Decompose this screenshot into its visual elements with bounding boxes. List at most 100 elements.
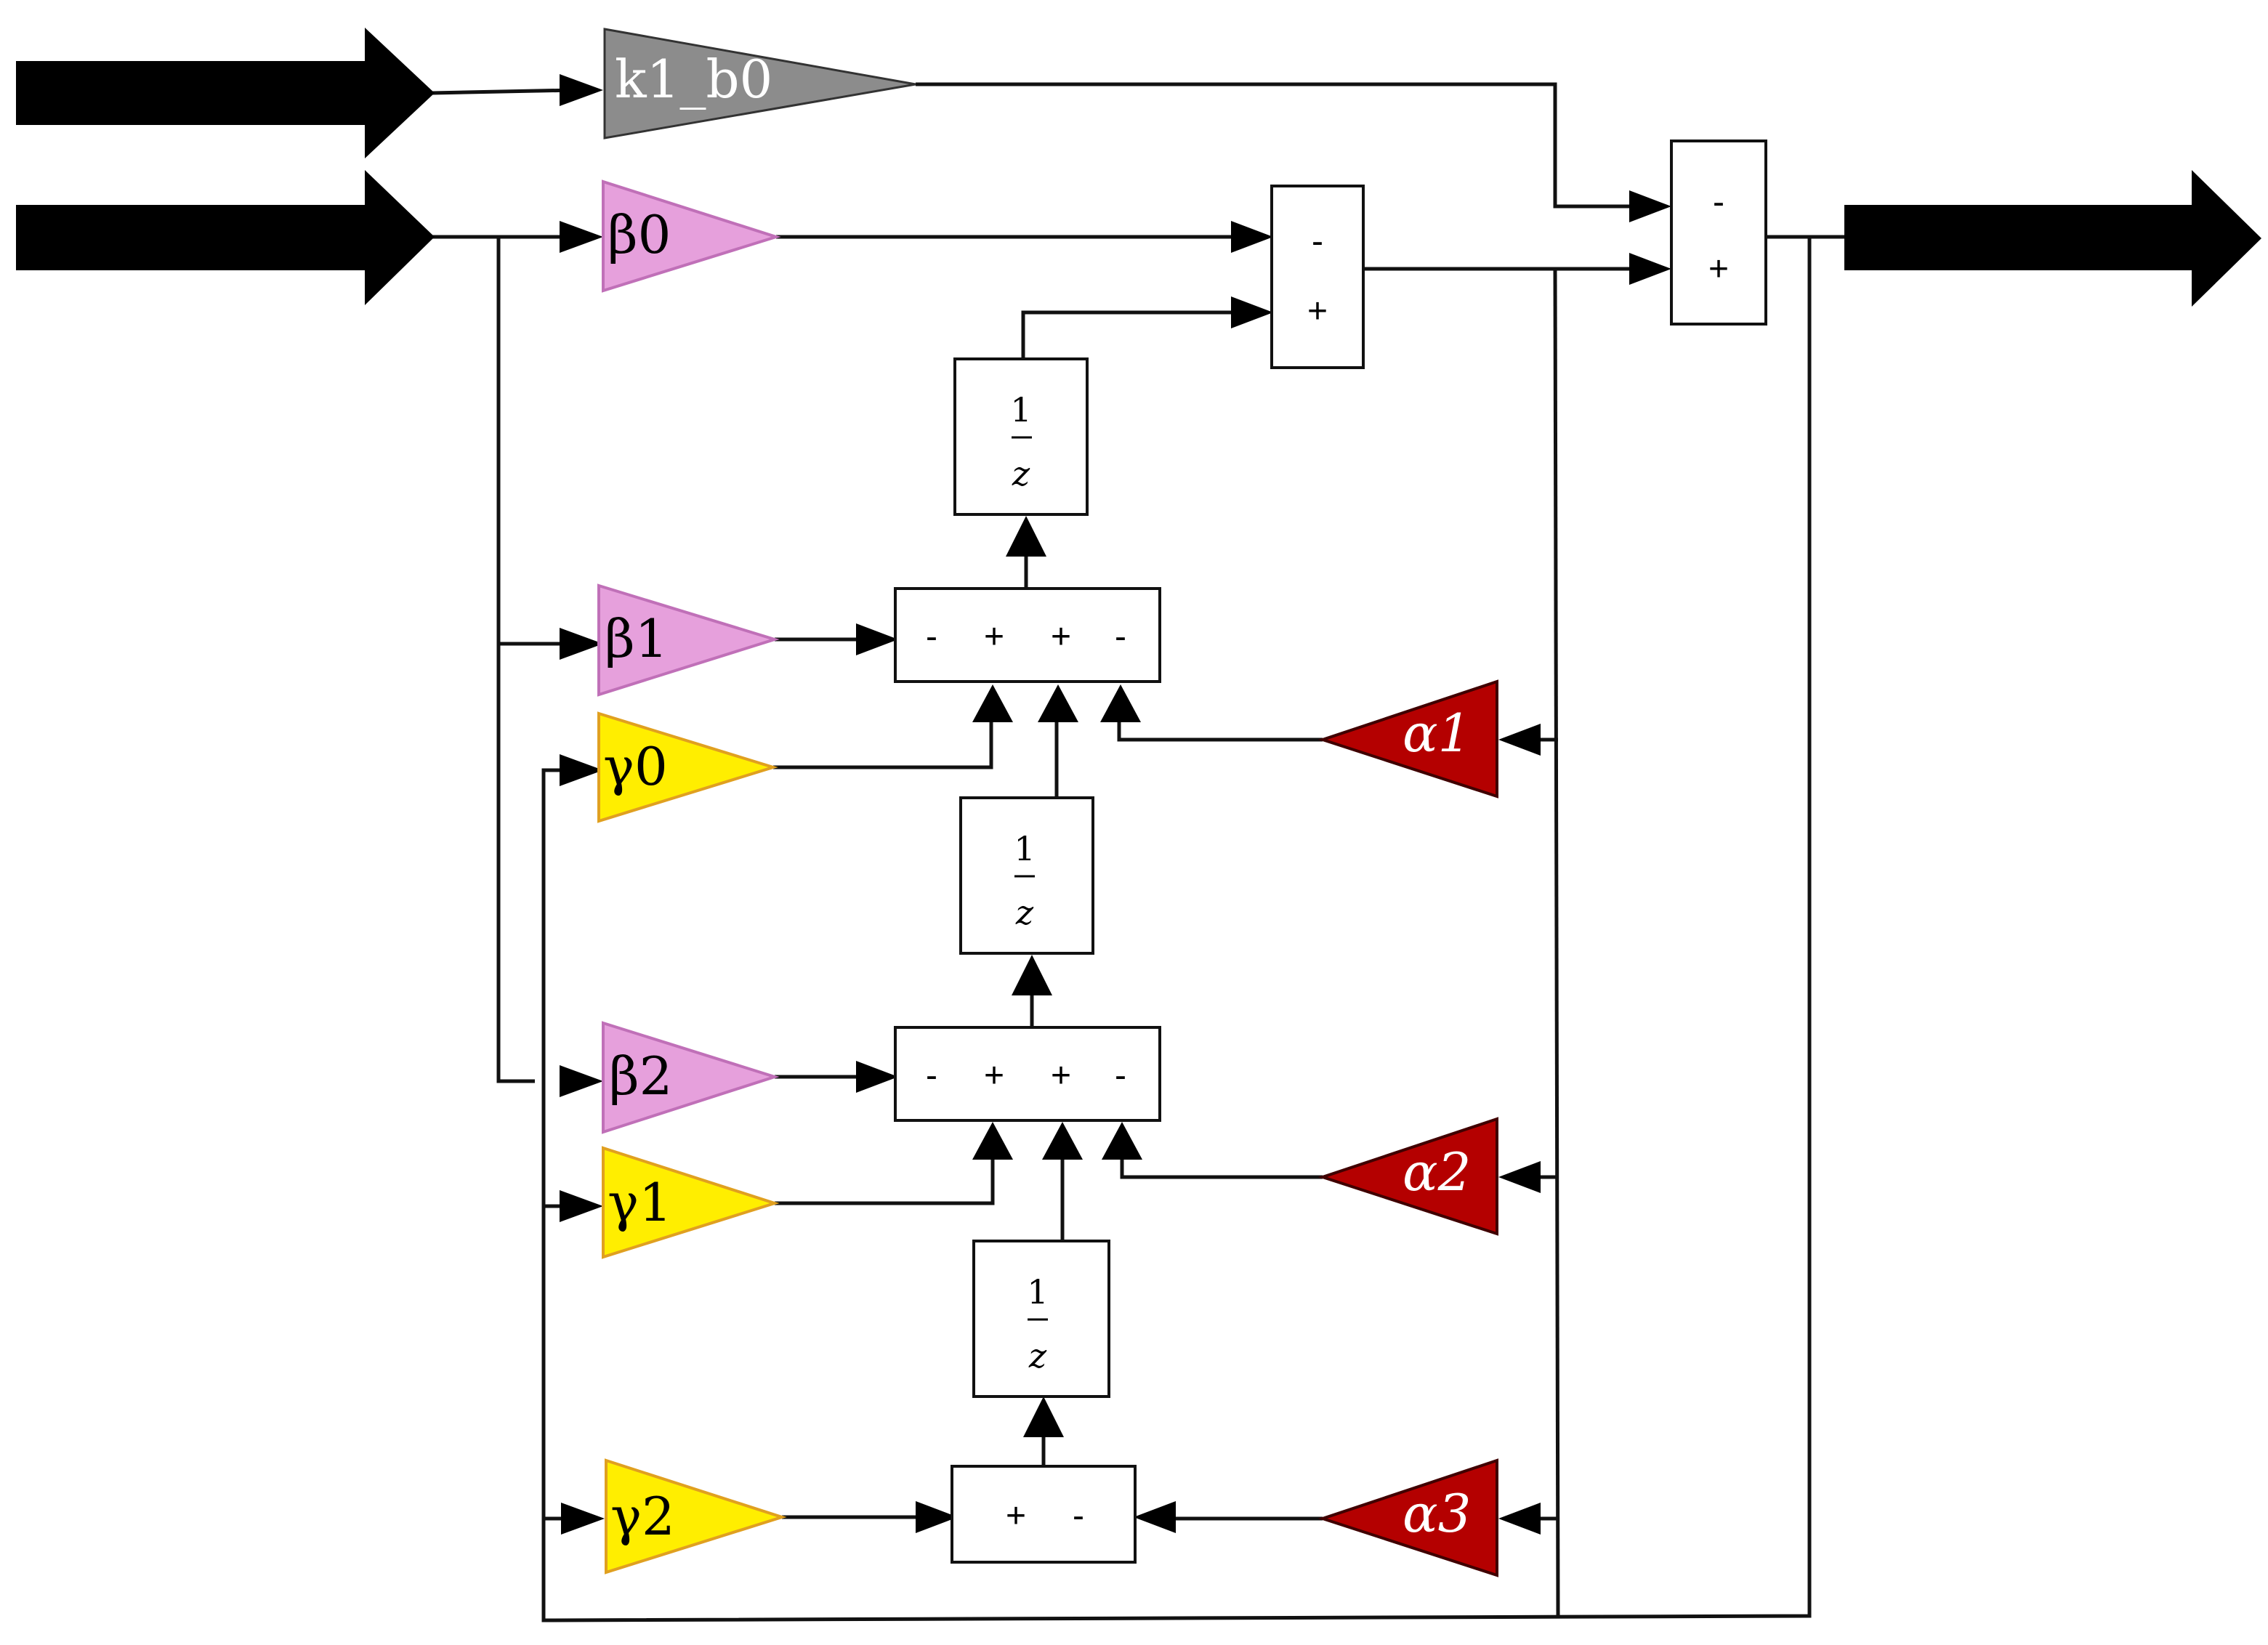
gain-beta2-triangle — [602, 1021, 780, 1134]
gain-gamma2-label: γ2 — [610, 1486, 675, 1547]
gain-gamma2: γ2 — [605, 1458, 787, 1575]
gain-beta1-triangle — [597, 583, 780, 697]
gain-alpha2-label: α2 — [1403, 1141, 1471, 1203]
port-dq0-demand: dq0 demand — [1844, 170, 2261, 307]
sum-stage3-sign-1: - — [1073, 1497, 1084, 1535]
gain-alpha1: α1 — [1317, 679, 1498, 799]
arrow-into-stage1-left — [856, 623, 898, 655]
sum-stage1-sign-1: + — [984, 618, 1004, 656]
sum-output-box — [1670, 140, 1767, 326]
arrow-into-gamma1 — [560, 1190, 603, 1222]
sum-stage2-sign-0: - — [926, 1056, 937, 1095]
gain-k1-b0-label: k1_b0 — [615, 49, 772, 110]
port-dq0-measured-main: dq0 — [52, 220, 113, 261]
gain-gamma0: γ0 — [597, 711, 778, 823]
arrow-into-k1 — [560, 74, 603, 106]
arrow-into-beta1 — [560, 628, 603, 660]
gain-alpha3-label: α3 — [1403, 1483, 1471, 1544]
sum-stage2-box — [894, 1026, 1161, 1122]
gain-beta1: β1 — [597, 583, 780, 697]
arrow-into-stage3-left — [916, 1501, 958, 1533]
sum-output-sign-0: - — [1713, 183, 1724, 222]
sum-stage2-sign-2: + — [1051, 1056, 1071, 1095]
sum-stage0-sign-0: - — [1312, 222, 1323, 261]
gain-gamma1-triangle — [602, 1146, 780, 1259]
arrow-into-delay1 — [1006, 516, 1046, 557]
delay-1-denominator: z — [1012, 454, 1030, 493]
arrow-stage2-in-delay3 — [1042, 1122, 1083, 1160]
port-dq0-measured-arrow — [16, 170, 435, 305]
gain-beta0-triangle — [602, 179, 781, 293]
port-dq0-measured: dq0 measured — [16, 170, 435, 305]
gain-gamma1: γ1 — [602, 1146, 780, 1259]
port-dq0-measured-sub: measured — [133, 220, 294, 261]
sum-stage2-sign-1: + — [984, 1056, 1004, 1095]
sum-output: - + — [1670, 140, 1767, 326]
sum-stage1-sign-3: - — [1115, 618, 1126, 656]
wire-measured-bus — [496, 237, 535, 1083]
arrow-into-stage2-left — [856, 1061, 898, 1093]
port-x-reference-arrow — [16, 28, 435, 158]
port-x-reference-label: X reference — [113, 73, 300, 114]
wire-alpha-bus — [1553, 268, 1560, 1617]
sum-stage0: - + — [1270, 185, 1365, 369]
arrow-into-alpha1 — [1498, 724, 1541, 756]
wire-demand-feedback — [541, 237, 1812, 1622]
arrow-stage1-in-gamma0 — [972, 684, 1013, 722]
sum-stage3: + - — [951, 1465, 1137, 1564]
arrow-stage2-in-gamma1 — [972, 1122, 1013, 1160]
gain-alpha3: α3 — [1317, 1458, 1498, 1577]
sum-stage3-sign-0: + — [1006, 1497, 1026, 1535]
sum-stage2-sign-3: - — [1115, 1056, 1126, 1095]
signal-wires — [432, 82, 1846, 1622]
delay-3-denominator: z — [1028, 1336, 1047, 1375]
port-dq0-demand-arrow — [1844, 170, 2261, 307]
gain-alpha1-label: α1 — [1403, 703, 1471, 764]
wire-delay1-to-stage0 — [1021, 310, 1244, 359]
gain-alpha2: α2 — [1317, 1117, 1498, 1236]
arrow-into-beta2 — [560, 1065, 603, 1097]
sum-stage1-box — [894, 587, 1161, 683]
sum-stage0-box — [1270, 185, 1365, 369]
delay-1-numerator: 1 — [1010, 390, 1031, 429]
arrow-into-output-plus — [1629, 253, 1671, 285]
delay-2: 1 z — [959, 796, 1094, 955]
wire-gamma0-to-stage1 — [773, 721, 993, 769]
arrow-stage1-in-delay2 — [1038, 684, 1078, 722]
arrow-into-alpha2 — [1498, 1161, 1541, 1193]
arrow-into-delay2 — [1012, 955, 1052, 995]
wire-gamma1-to-stage2 — [775, 1158, 995, 1205]
gain-gamma2-triangle — [605, 1458, 787, 1575]
sum-stage1-sign-0: - — [926, 618, 937, 656]
svg-text:dq0 demand: dq0 demand — [1897, 220, 2109, 261]
delay-3: 1 z — [972, 1240, 1110, 1398]
gain-gamma1-label: γ1 — [608, 1172, 672, 1233]
svg-text:dq0 measured: dq0 measured — [52, 220, 295, 261]
port-x-reference: X reference — [16, 28, 435, 158]
wire-k1-to-output-sum — [916, 82, 1641, 209]
port-dq0-demand-main: dq0 — [1897, 220, 1957, 261]
arrow-into-gamma0 — [560, 754, 603, 786]
gain-k1-b0-triangle — [603, 28, 916, 140]
arrow-into-stage0-plus — [1231, 296, 1273, 328]
sum-stage2: - + + - — [894, 1026, 1161, 1122]
wire-alpha1-to-stage1 — [1117, 721, 1323, 742]
sum-stage1-sign-2: + — [1051, 618, 1071, 656]
arrow-into-stage3-right — [1134, 1501, 1176, 1533]
delay-2-denominator: z — [1015, 893, 1034, 932]
gain-gamma0-label: γ0 — [603, 736, 668, 797]
sum-stage1: - + + - — [894, 587, 1161, 683]
gain-alpha2-triangle — [1317, 1117, 1498, 1236]
delay-3-numerator: 1 — [1027, 1272, 1048, 1311]
arrow-into-delay3 — [1023, 1397, 1064, 1437]
gain-alpha3-triangle — [1317, 1458, 1498, 1577]
gain-beta0-label: β0 — [608, 204, 671, 265]
sum-output-sign-1: + — [1708, 250, 1729, 288]
sum-stage0-sign-1: + — [1307, 292, 1328, 331]
gain-beta2-label: β2 — [609, 1046, 672, 1107]
gain-beta0: β0 — [602, 179, 781, 293]
wire-alpha2-to-stage2 — [1120, 1158, 1323, 1179]
arrow-stage2-in-alpha2 — [1102, 1122, 1142, 1160]
port-dq0-demand-sub: demand — [1977, 220, 2109, 261]
